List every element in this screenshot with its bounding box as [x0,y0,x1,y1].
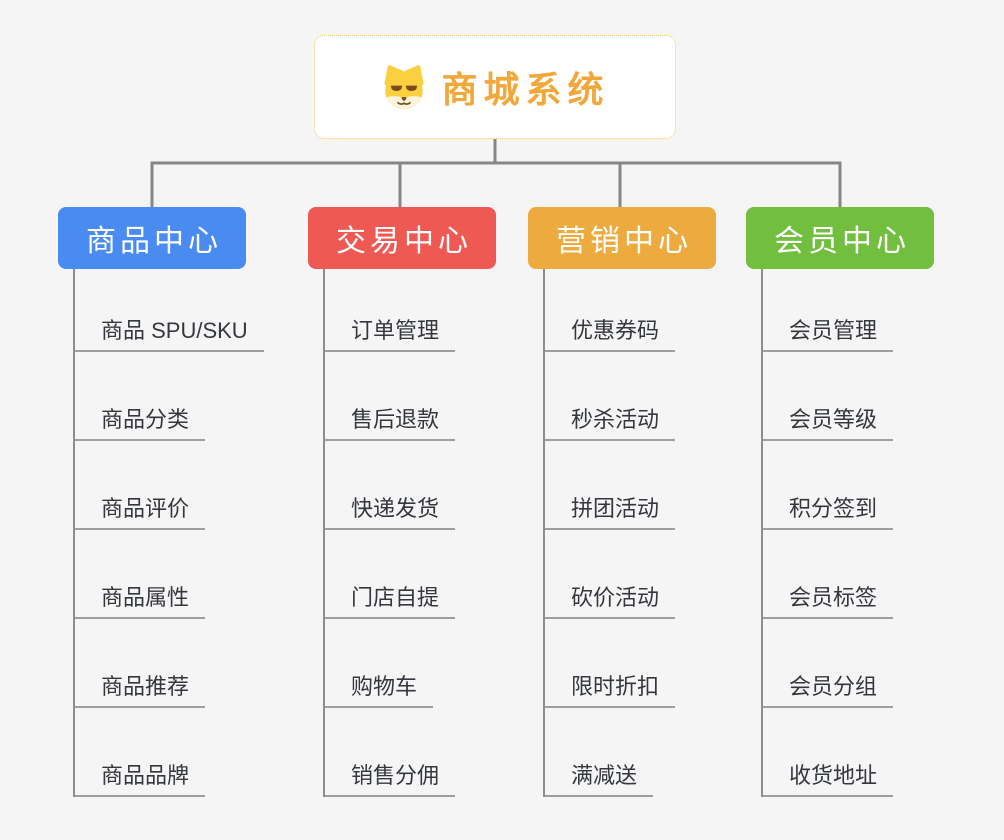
branch-item[interactable]: 收货地址 [763,708,894,797]
branch-item[interactable]: 销售分佣 [325,708,456,797]
branch-item[interactable]: 会员标签 [763,530,894,619]
branch-item-label: 快递发货 [351,496,440,521]
branch-item[interactable]: 商品 SPU/SKU [75,269,264,352]
branch-header[interactable]: 营销中心 [528,207,716,269]
branch-item[interactable]: 会员等级 [763,352,894,441]
branch-header[interactable]: 会员中心 [746,207,934,269]
branch-item-label: 商品分类 [101,407,190,432]
branch-header-label: 会员中心 [774,225,910,258]
branch-item-label: 优惠券码 [571,318,660,343]
branch-item[interactable]: 会员分组 [763,619,894,708]
branch-item-label: 会员管理 [789,318,878,343]
branch-item-label: 满减送 [571,763,638,788]
branch-item[interactable]: 拼团活动 [545,441,676,530]
branch-item[interactable]: 订单管理 [325,269,456,352]
branch-item[interactable]: 商品评价 [75,441,206,530]
branch-item[interactable]: 优惠券码 [545,269,676,352]
branch-item-label: 拼团活动 [571,496,660,521]
branch-item[interactable]: 门店自提 [325,530,456,619]
doge-icon [384,65,424,110]
branch-item-label: 购物车 [351,674,418,699]
branch-item-label: 商品品牌 [101,763,190,788]
branch-item-label: 秒杀活动 [571,407,660,432]
branch-item[interactable]: 商品推荐 [75,619,206,708]
branch-column: 交易中心 订单管理售后退款快递发货门店自提购物车销售分佣 [308,207,496,797]
root-title: 商城系统 [441,69,610,110]
branch-item[interactable]: 商品分类 [75,352,206,441]
branch-item[interactable]: 砍价活动 [545,530,676,619]
branch-items: 会员管理会员等级积分签到会员标签会员分组收货地址 [761,269,894,797]
branch-header[interactable]: 交易中心 [308,207,496,269]
branch-item[interactable]: 满减送 [545,708,654,797]
branch-item[interactable]: 快递发货 [325,441,456,530]
branch-item[interactable]: 售后退款 [325,352,456,441]
branch-header-label: 商品中心 [86,225,222,258]
branch-item-label: 会员标签 [789,585,878,610]
branch-item-label: 积分签到 [789,496,878,521]
branch-items: 商品 SPU/SKU 商品分类商品评价商品属性商品推荐商品品牌 [73,269,264,797]
branch-header-label: 交易中心 [336,225,472,258]
branch-item-label: 会员分组 [789,674,878,699]
branch-item-label: 门店自提 [351,585,440,610]
branch-header[interactable]: 商品中心 [58,207,246,269]
branch-column: 商品中心 商品 SPU/SKU 商品分类商品评价商品属性商品推荐商品品牌 [58,207,264,797]
branch-item[interactable]: 商品属性 [75,530,206,619]
branch-item[interactable]: 限时折扣 [545,619,676,708]
branch-item-label: 商品评价 [101,496,190,521]
branch-item[interactable]: 秒杀活动 [545,352,676,441]
branch-items: 优惠券码秒杀活动拼团活动砍价活动限时折扣满减送 [543,269,676,797]
root-node[interactable]: 商城系统 [314,35,676,139]
branch-item-label: 订单管理 [351,318,440,343]
branch-item-label: 收货地址 [789,763,878,788]
branch-item-label: 商品属性 [101,585,190,610]
branch-item-label: 砍价活动 [571,585,660,610]
branch-item[interactable]: 会员管理 [763,269,894,352]
branch-item-label: 限时折扣 [571,674,660,699]
branch-item[interactable]: 积分签到 [763,441,894,530]
branch-item[interactable]: 购物车 [325,619,434,708]
branch-item[interactable]: 商品品牌 [75,708,206,797]
branch-item-label: 会员等级 [789,407,878,432]
branch-item-label: 商品推荐 [101,674,190,699]
branch-item-label: 售后退款 [351,407,440,432]
branch-items: 订单管理售后退款快递发货门店自提购物车销售分佣 [323,269,456,797]
branch-column: 营销中心 优惠券码秒杀活动拼团活动砍价活动限时折扣满减送 [528,207,716,797]
branch-header-label: 营销中心 [556,225,692,258]
branch-item-label: 商品 SPU/SKU [101,318,248,343]
branch-item-label: 销售分佣 [351,763,440,788]
branch-column: 会员中心 会员管理会员等级积分签到会员标签会员分组收货地址 [746,207,934,797]
